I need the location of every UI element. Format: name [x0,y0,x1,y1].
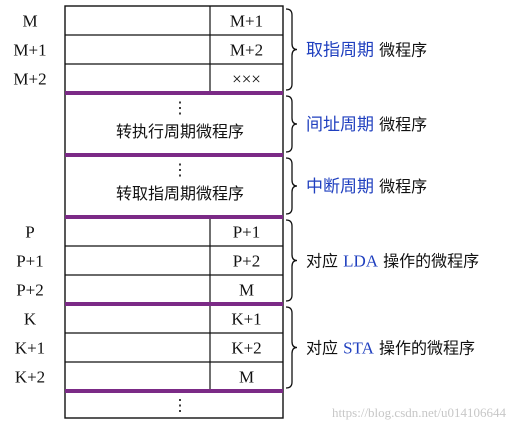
address-label: P [25,223,34,242]
section-label: 对应 LDA 操作的微程序 [306,252,479,271]
ellipsis-vertical: ⋮ [172,398,188,415]
brace-icon [285,219,298,302]
next-address-cell: P+2 [233,252,261,271]
address-label: P+1 [16,252,44,271]
address-label: M+2 [13,70,46,89]
next-address-cell: K+1 [231,310,261,329]
address-column: M M+1M+2P P+1P+2K K+1K+2 [13,12,46,387]
control-memory-table: M+1M+2 ××× ⋮ 转执行周期微程序 ⋮ 转取指周期微程序 P+1P+2M K+1K+2… [64,5,284,419]
brace-icon [285,306,298,389]
watermark-text: https://blog.csdn.net/u014106644 [332,405,507,420]
brace-icon [285,157,298,215]
address-label: K+2 [15,368,45,387]
section-label: 间址周期 微程序 [306,115,427,134]
ellipsis-vertical: ⋮ [172,162,188,179]
address-label: K+1 [15,339,45,358]
section-label: 取指周期 微程序 [306,41,427,60]
section-braces [285,8,298,389]
next-address-cell: M+1 [230,12,263,31]
address-label: P+2 [16,281,44,300]
next-address-cell: K+2 [231,339,261,358]
section-label: 中断周期 微程序 [306,177,427,196]
block-description: 转执行周期微程序 [116,123,244,141]
next-address-cell: ××× [232,70,261,89]
brace-icon [285,95,298,153]
address-label: M [22,12,37,31]
block-description: 转取指周期微程序 [116,185,244,203]
section-dividers [65,91,283,393]
next-address-cell: M [239,368,254,387]
address-label: K [24,310,37,329]
next-address-cell: M+2 [230,41,263,60]
brace-icon [285,8,298,91]
address-label: M+1 [13,41,46,60]
table-frame [64,5,284,419]
next-address-cell: P+1 [233,223,261,242]
next-address-cell: M [239,281,254,300]
ellipsis-vertical: ⋮ [172,100,188,117]
section-label: 对应 STA 操作的微程序 [306,339,475,358]
